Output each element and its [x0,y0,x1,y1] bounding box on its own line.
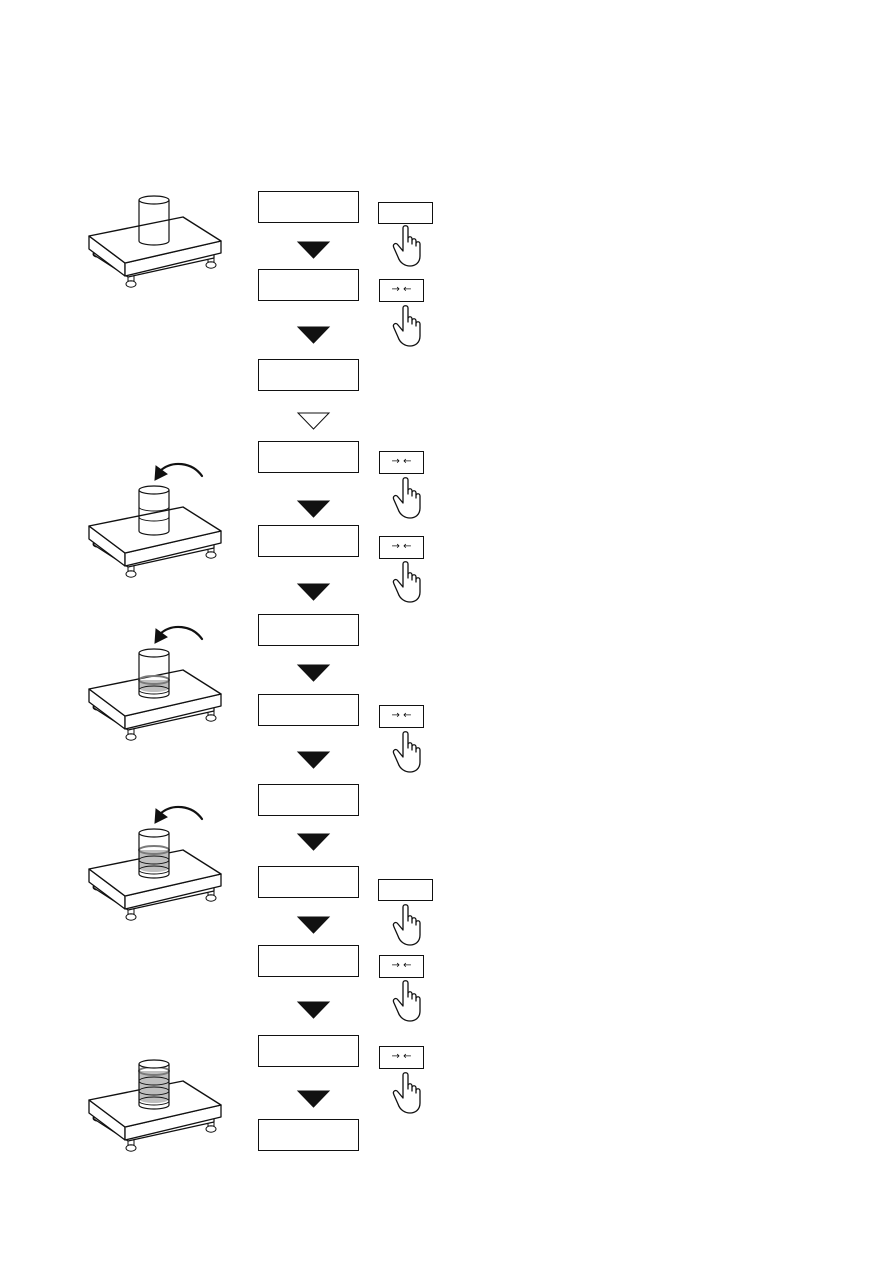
container-bottom [138,240,170,246]
connector-arrow [296,1090,331,1108]
display-3 [258,359,359,391]
connector-arrow [296,583,331,601]
zero-key-5[interactable]: → ← [379,955,424,978]
scale-foot [205,714,217,722]
connector-arrow-outline [296,412,331,430]
scale-5 [88,1059,222,1152]
pour-arrowhead [154,808,168,824]
scale-foot [205,1125,217,1133]
pointing-hand-icon [392,225,421,267]
zero-key-2[interactable]: → ← [379,451,424,474]
pointing-hand-icon [392,731,421,773]
connector-arrow [296,326,331,344]
pointing-hand-icon [392,305,421,347]
container-bottom [138,530,170,536]
zero-key-6[interactable]: → ← [379,1046,424,1069]
container-rim [138,485,170,495]
scale-foot [125,733,137,741]
zero-key-1[interactable]: → ← [379,279,424,302]
container-bottom [138,693,170,699]
connector-arrow [296,751,331,769]
scale-foot [125,280,137,288]
scale-2 [88,462,222,578]
pointing-hand-icon [392,561,421,603]
connector-arrow [296,241,331,259]
container-bottom [138,1104,170,1110]
scale-foot [125,1144,137,1152]
pour-arrow-icon [158,462,204,478]
scale-foot [205,551,217,559]
connector-arrow [296,916,331,934]
display-1 [258,191,359,223]
pointing-hand-icon [392,1072,421,1114]
pour-arrowhead [154,465,168,481]
connector-arrow [296,1001,331,1019]
display-2 [258,269,359,301]
display-10 [258,945,359,977]
function-key-2[interactable] [378,879,433,901]
zero-key-4[interactable]: → ← [379,705,424,728]
display-9 [258,866,359,898]
scale-3 [88,625,222,741]
scale-platform-top [88,216,222,264]
connector-arrow [296,833,331,851]
connector-arrow [296,500,331,518]
scale-foot [125,570,137,578]
scale-platform-top [88,506,222,554]
connector-arrow [296,664,331,682]
pour-arrowhead [154,628,168,644]
pour-arrow-icon [158,625,204,641]
display-11 [258,1035,359,1067]
scale-foot [205,261,217,269]
display-6 [258,614,359,646]
function-key-1[interactable] [378,202,433,224]
pointing-hand-icon [392,904,421,946]
scale-4 [88,805,222,921]
container-rim [138,1059,170,1069]
scale-foot [125,913,137,921]
display-8 [258,784,359,816]
display-7 [258,694,359,726]
container-rim [138,195,170,205]
scale-foot [205,894,217,902]
container-rim [138,648,170,658]
container-rim [138,828,170,838]
zero-key-3[interactable]: → ← [379,536,424,559]
scale-1 [88,195,222,288]
display-5 [258,525,359,557]
pointing-hand-icon [392,477,421,519]
display-4 [258,441,359,473]
pointing-hand-icon [392,980,421,1022]
pour-arrow-icon [158,805,204,821]
display-12 [258,1119,359,1151]
container-bottom [138,873,170,879]
